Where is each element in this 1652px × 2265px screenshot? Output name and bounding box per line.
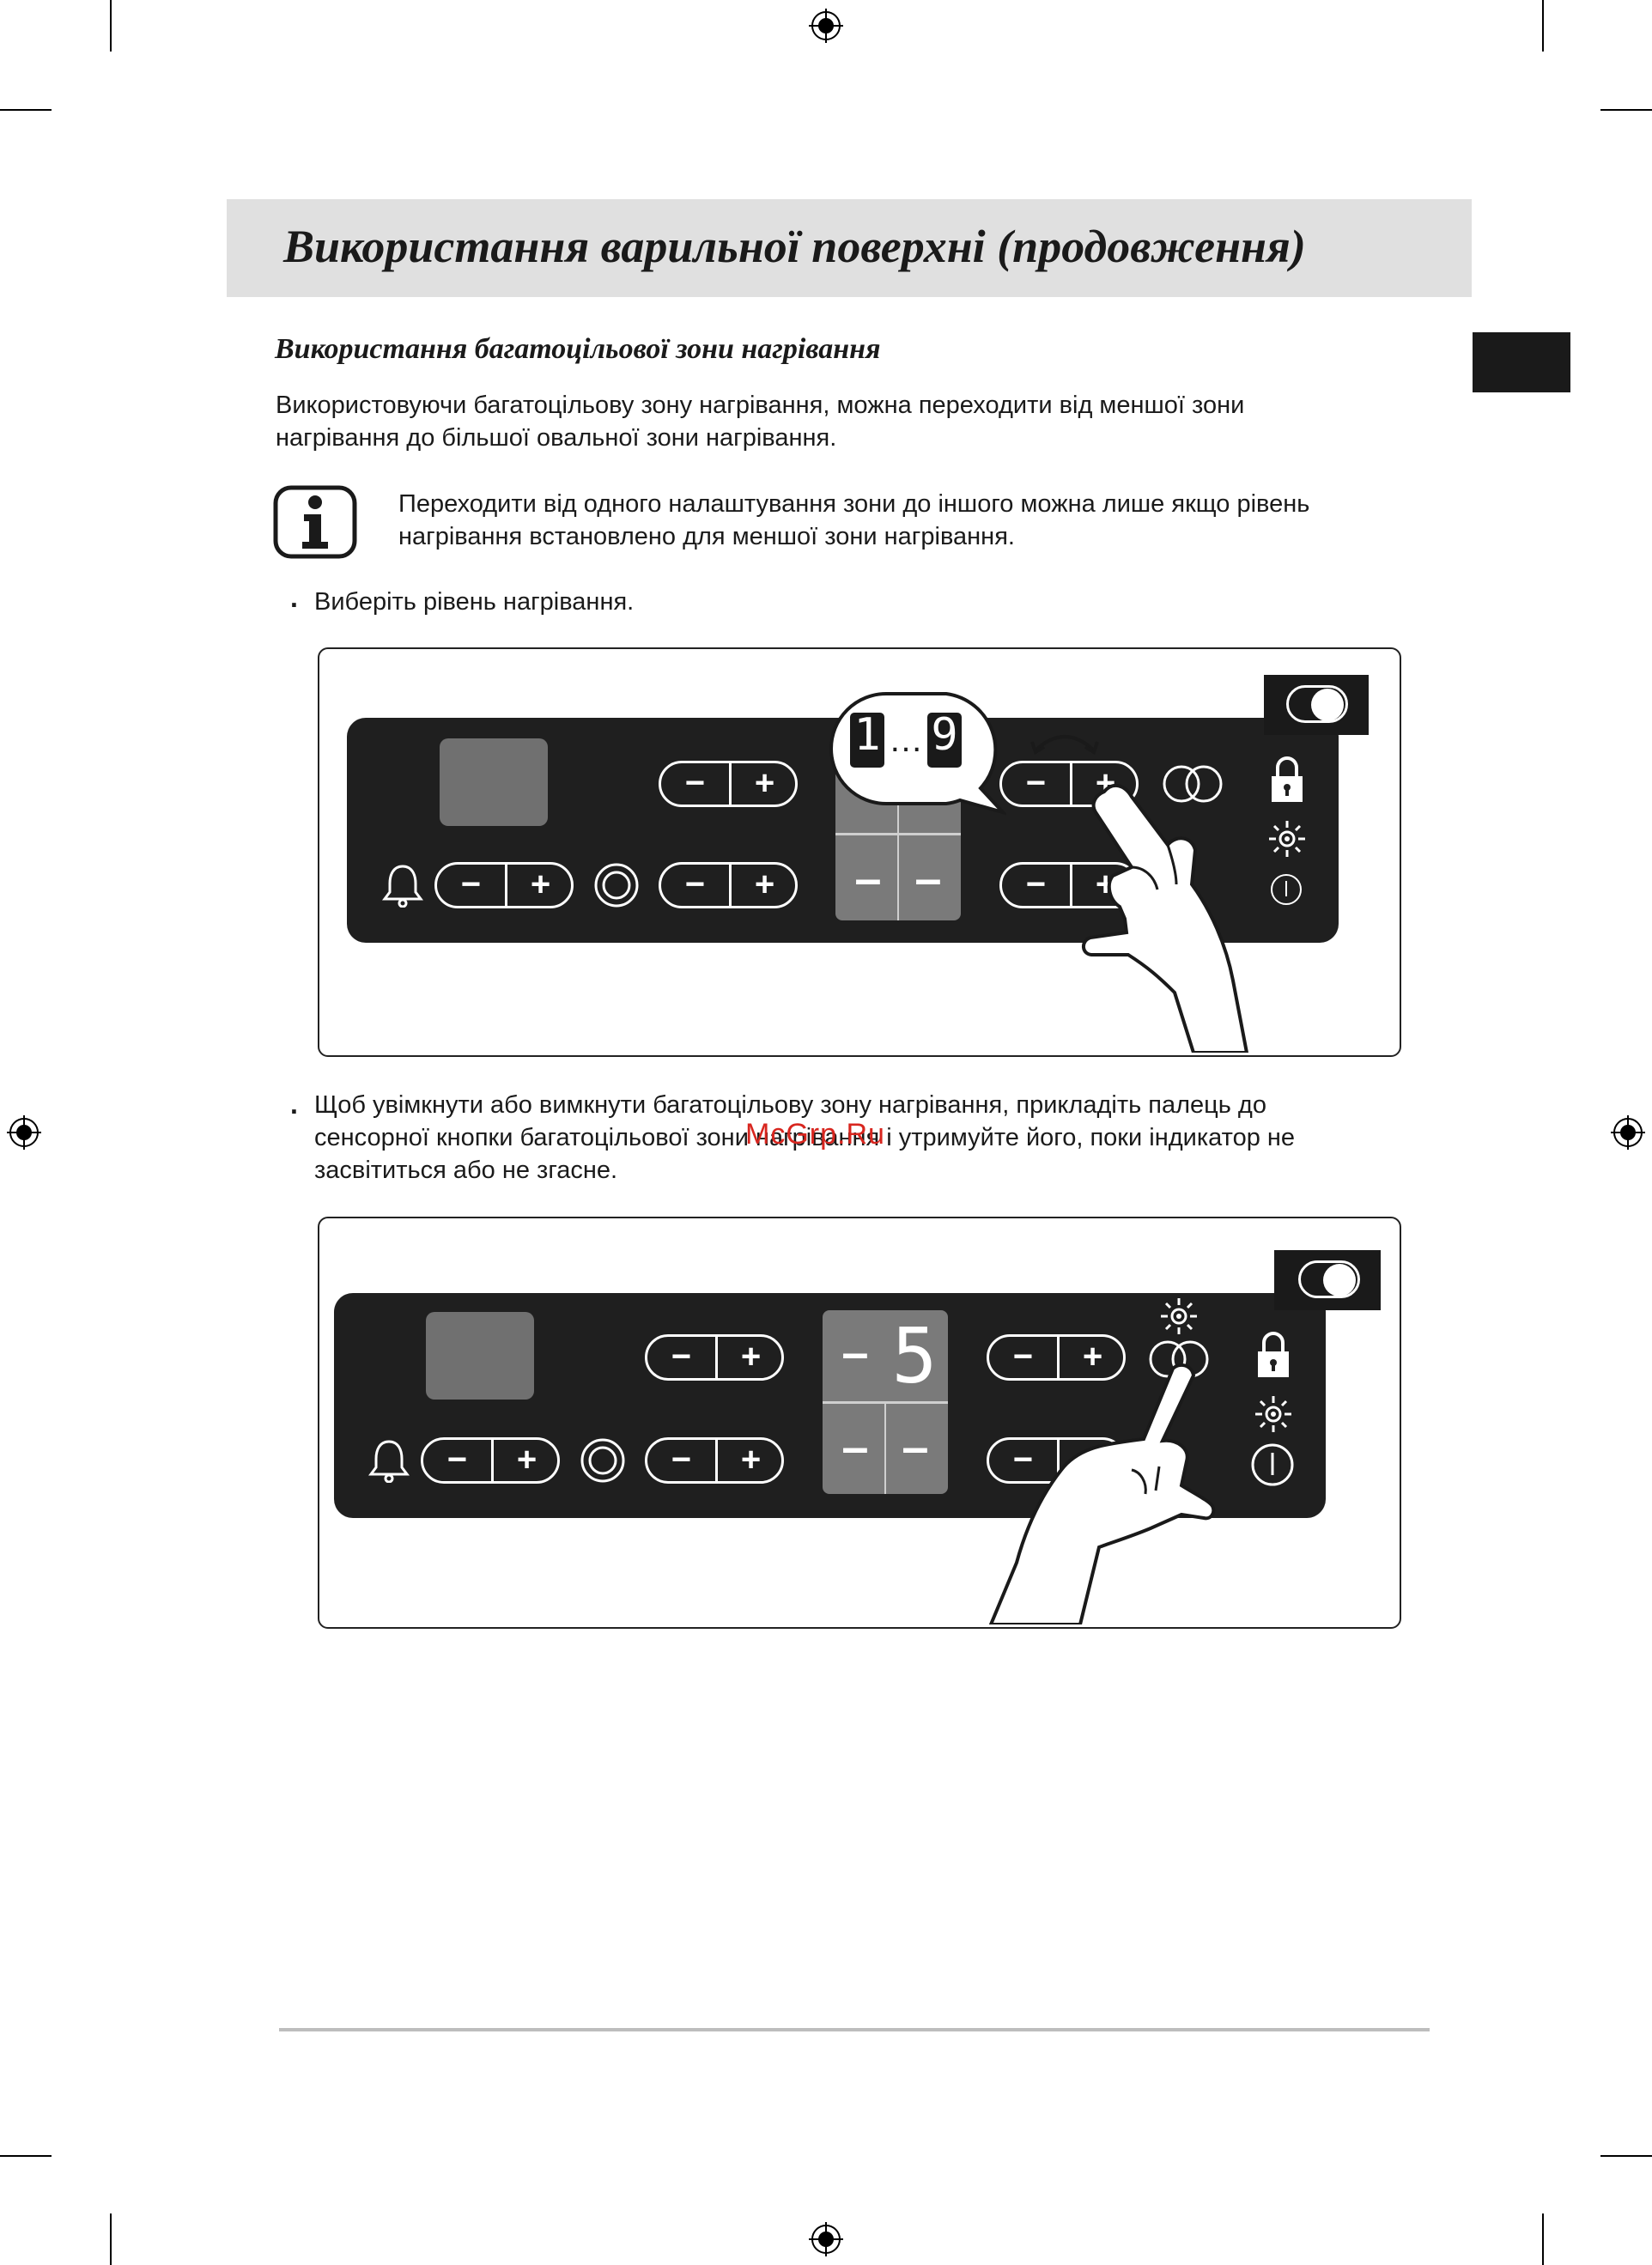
registration-mark-icon [1611, 1115, 1645, 1150]
plus-button[interactable]: + [754, 865, 775, 903]
timer-display [440, 738, 548, 826]
zone-rear-right-stepper[interactable]: − + [987, 1334, 1126, 1381]
page-title: Використання варильної поверхні (продовж… [283, 221, 1306, 272]
indicator-light-icon [1255, 1396, 1291, 1432]
plus-button[interactable]: + [530, 865, 551, 903]
plus-button[interactable]: + [516, 1441, 538, 1479]
switch-arrow-icon [1030, 735, 1099, 755]
minus-button[interactable]: − [684, 764, 706, 802]
indicator-light-icon [1269, 821, 1305, 857]
callout-dots: … [889, 721, 923, 759]
dual-zone-button-icon[interactable] [1161, 762, 1224, 805]
minus-button[interactable]: − [460, 865, 482, 903]
minus-button[interactable]: − [1025, 764, 1047, 802]
watermark: McGrp.Ru [745, 1118, 885, 1151]
crop-mark [0, 2155, 52, 2157]
zone-rear-left-stepper[interactable]: − + [659, 761, 798, 807]
zone-front-left-stepper[interactable]: − + [645, 1437, 784, 1484]
note-text-line: Переходити від одного налаштування зони … [398, 490, 1310, 518]
bell-icon [382, 865, 423, 908]
minus-button[interactable]: − [671, 1338, 692, 1375]
registration-mark-icon [7, 1115, 41, 1150]
footer-rule [279, 2028, 1430, 2031]
crop-mark [1600, 109, 1652, 111]
power-icon[interactable] [1269, 872, 1303, 907]
registration-mark-icon [809, 2222, 843, 2256]
display-digit: – [841, 1325, 869, 1379]
minus-button[interactable]: − [446, 1441, 468, 1479]
crop-mark [1542, 2213, 1544, 2265]
lock-icon[interactable] [1267, 754, 1307, 805]
power-icon[interactable] [1250, 1442, 1295, 1487]
info-icon [273, 485, 357, 559]
callout-max-level: 9 [931, 709, 958, 761]
bell-icon [368, 1440, 410, 1483]
intro-text-line: нагрівання до більшої овальної зони нагр… [276, 424, 837, 452]
minus-button[interactable]: − [671, 1441, 692, 1479]
plus-button[interactable]: + [740, 1441, 762, 1479]
step-text-line: Щоб увімкнути або вимкнути багатоцільову… [314, 1091, 1266, 1119]
crop-mark [0, 109, 52, 111]
note-text-line: нагрівання встановлено для меншої зони н… [398, 523, 1015, 550]
hand-illustration [988, 1363, 1216, 1624]
toggle-indicator [1274, 1250, 1381, 1310]
display-digit: – [841, 1419, 869, 1473]
indicator-light-icon [1161, 1298, 1197, 1334]
registration-mark-icon [809, 9, 843, 43]
crop-mark [110, 2213, 112, 2265]
timer-stepper[interactable]: − + [421, 1437, 560, 1484]
timer-zone-icon[interactable] [579, 1436, 627, 1485]
crop-mark [1600, 2155, 1652, 2157]
intro-text-line: Використовуючи багатоцільову зону нагрів… [276, 392, 1245, 419]
section-tab [1473, 332, 1570, 392]
display-digit: 5 [891, 1312, 938, 1400]
section-title: Використання багатоцільової зони нагріва… [275, 333, 881, 365]
crop-mark [1542, 0, 1544, 52]
crop-mark [110, 0, 112, 52]
display-digit: – [902, 1419, 929, 1473]
plus-button[interactable]: + [740, 1338, 762, 1375]
toggle-indicator [1264, 675, 1369, 735]
display-digit: – [914, 851, 942, 905]
timer-stepper[interactable]: − + [434, 862, 574, 908]
callout-min-level: 1 [853, 709, 881, 761]
step-bullet: . [290, 1089, 298, 1120]
level-callout [829, 692, 1006, 816]
timer-display [426, 1312, 534, 1400]
minus-button[interactable]: − [1025, 865, 1047, 903]
zone-front-left-stepper[interactable]: − + [659, 862, 798, 908]
step-text-line: сенсорної кнопки багатоцільової зони наг… [314, 1124, 1296, 1151]
plus-button[interactable]: + [1082, 1338, 1103, 1375]
zone-rear-left-stepper[interactable]: − + [645, 1334, 784, 1381]
minus-button[interactable]: − [1012, 1338, 1034, 1375]
step-text-line: засвітиться або не згасне. [314, 1157, 618, 1184]
header-band [227, 199, 1472, 297]
zone-display: – 5 – – [823, 1310, 948, 1494]
plus-button[interactable]: + [754, 764, 775, 802]
hand-illustration [1082, 783, 1249, 1053]
display-digit: – [854, 851, 882, 905]
step-bullet: . [290, 582, 298, 613]
step-text-line: Виберіть рівень нагрівання. [314, 588, 635, 616]
minus-button[interactable]: − [1012, 1441, 1034, 1479]
minus-button[interactable]: − [684, 865, 706, 903]
lock-icon[interactable] [1254, 1329, 1293, 1381]
timer-zone-icon[interactable] [592, 861, 641, 909]
